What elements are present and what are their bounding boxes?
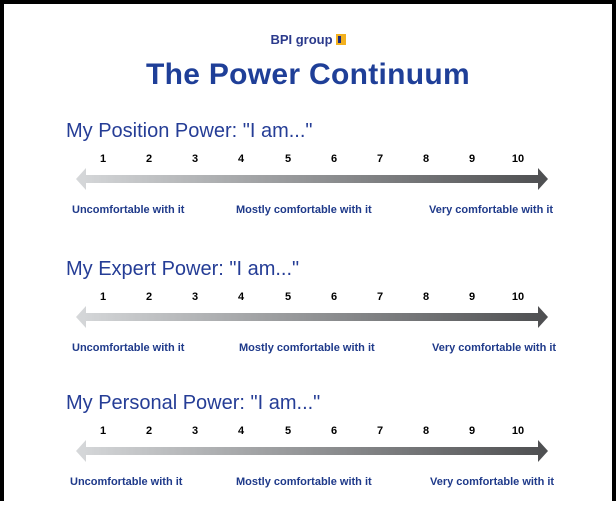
label-mostly-comfortable: Mostly comfortable with it	[236, 204, 372, 216]
scale-number: 10	[511, 153, 525, 165]
scale-number: 6	[330, 153, 338, 165]
brand-logo: BPI group	[0, 32, 616, 47]
label-very-comfortable: Very comfortable with it	[430, 476, 555, 488]
section-heading: My Personal Power: "I am..."	[66, 392, 321, 414]
scale-number: 6	[330, 425, 338, 437]
scale-number: 1	[99, 425, 107, 437]
scale-number: 10	[511, 291, 525, 303]
page-title: The Power Continuum	[145, 58, 471, 91]
scale-number: 4	[237, 425, 245, 437]
scale-number: 3	[191, 291, 199, 303]
scale-number: 7	[376, 425, 384, 437]
double-arrow-scale	[76, 168, 548, 190]
scale-number: 9	[468, 153, 476, 165]
scale-number: 8	[422, 153, 430, 165]
scale-number: 5	[284, 153, 292, 165]
scale-number: 2	[145, 425, 153, 437]
scale-number: 1	[99, 153, 107, 165]
scale-number: 4	[237, 291, 245, 303]
label-mostly-comfortable: Mostly comfortable with it	[239, 342, 375, 354]
label-very-comfortable: Very comfortable with it	[432, 342, 557, 354]
label-mostly-comfortable: Mostly comfortable with it	[236, 476, 372, 488]
logo-text: BPI group	[270, 32, 333, 47]
scale-number: 7	[376, 153, 384, 165]
label-uncomfortable: Uncomfortable with it	[72, 342, 185, 354]
scale-number: 4	[237, 153, 245, 165]
continuum-position-power: My Position Power: "I am..." 1 2 3 4 5 6…	[0, 120, 616, 230]
scale-number: 10	[511, 425, 525, 437]
label-very-comfortable: Very comfortable with it	[429, 204, 554, 216]
continuum-expert-power: My Expert Power: "I am..." 1 2 3 4 5 6 7…	[0, 258, 616, 368]
scale-number: 3	[191, 425, 199, 437]
scale-number: 6	[330, 291, 338, 303]
scale-number: 9	[468, 291, 476, 303]
scale-number: 1	[99, 291, 107, 303]
scale-number: 8	[422, 425, 430, 437]
section-heading: My Position Power: "I am..."	[66, 120, 313, 142]
scale-number: 3	[191, 153, 199, 165]
scale-number: 5	[284, 425, 292, 437]
scale-number: 8	[422, 291, 430, 303]
scale-number: 7	[376, 291, 384, 303]
double-arrow-scale	[76, 306, 548, 328]
label-uncomfortable: Uncomfortable with it	[72, 204, 185, 216]
label-uncomfortable: Uncomfortable with it	[70, 476, 183, 488]
scale-number: 2	[145, 153, 153, 165]
scale-number: 9	[468, 425, 476, 437]
section-heading: My Expert Power: "I am..."	[66, 258, 300, 280]
scale-number: 2	[145, 291, 153, 303]
scale-number: 5	[284, 291, 292, 303]
logo-icon	[335, 34, 346, 45]
double-arrow-scale	[76, 440, 548, 462]
continuum-personal-power: My Personal Power: "I am..." 1 2 3 4 5 6…	[0, 392, 616, 502]
